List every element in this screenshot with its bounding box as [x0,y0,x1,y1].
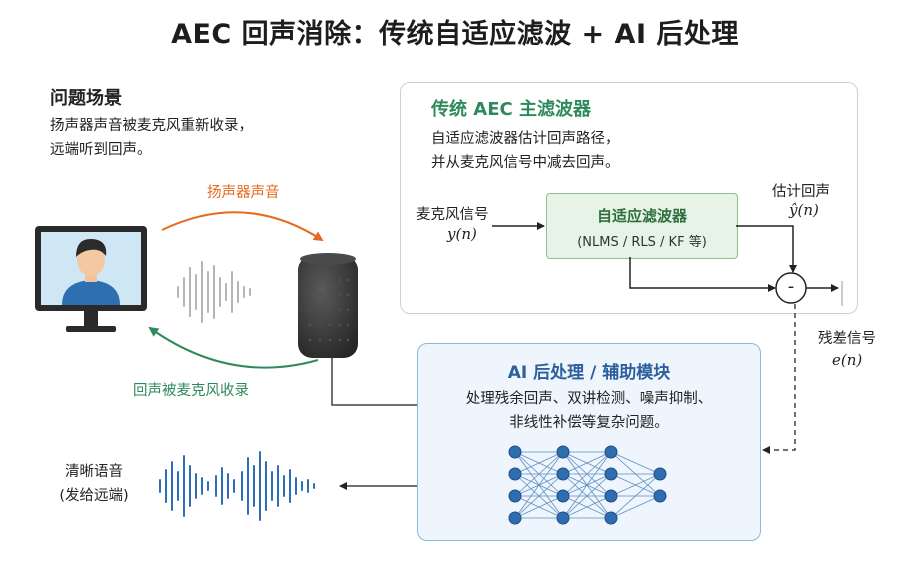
estimated-echo-label: 估计回声 [772,184,830,200]
mic-signal-label: 麦克风信号 [416,207,489,223]
aec-desc-line: 自适应滤波器估计回声路径， [431,131,620,147]
clean-speech-label: 清晰语音 (发给远端) [34,460,154,508]
ai-panel-title: AI 后处理 / 辅助模块 [507,363,671,383]
mic-to-subtractor-arrow [629,257,776,292]
aec-desc-line: 并从麦克风信号中减去回声。 [431,155,620,171]
adaptive-filter-box [546,193,738,259]
aec-panel-title: 传统 AEC 主滤波器 [431,99,591,120]
speaker-sound-label: 扬声器声音 [207,185,280,201]
neural-network-icon [508,445,667,525]
clean-speech-waveform-icon [159,451,315,521]
adaptive-filter-algorithms: (NLMS / RLS / KF 等) [577,235,707,250]
residual-signal-label: 残差信号 [818,331,876,347]
clean-speech-label-line: (发给远端) [59,488,129,504]
scene-desc-line: 扬声器声音被麦克风重新收录， [50,118,253,134]
scene-desc-line: 远端听到回声。 [50,142,152,158]
clean-speech-label-line: 清晰语音 [65,464,123,480]
scene-description: 扬声器声音被麦克风重新收录， 远端听到回声。 [50,114,253,162]
monitor-icon [35,226,147,332]
ai-desc-line: 处理残余回声、双讲检测、噪声抑制、 [465,391,713,407]
echo-captured-label: 回声被麦克风收录 [133,383,249,399]
ai-desc-line: 非线性补偿等复杂问题。 [509,415,669,431]
speaker-sound-arrow [161,211,324,242]
residual-signal-arrow [762,304,796,454]
estimated-echo-arrow [736,225,797,273]
ai-panel-description: 处理残余回声、双讲检测、噪声抑制、 非线性补偿等复杂问题。 [417,387,761,435]
echo-waveform-icon [177,261,251,323]
speaker-to-ai-connector [331,358,417,406]
mic-signal-symbol: y(n) [447,225,477,243]
estimated-echo-symbol: ŷ(n) [789,201,819,219]
adaptive-filter-name: 自适应滤波器 [596,207,687,225]
echo-captured-arrow [148,326,319,369]
scene-heading: 问题场景 [50,88,122,109]
page-title: AEC 回声消除：传统自适应滤波 + AI 后处理 [171,19,739,50]
speaker-icon [298,253,358,358]
aec-panel-description: 自适应滤波器估计回声路径， 并从麦克风信号中减去回声。 [431,127,620,175]
residual-signal-symbol: e(n) [832,351,863,369]
subtract-symbol: - [787,276,795,297]
